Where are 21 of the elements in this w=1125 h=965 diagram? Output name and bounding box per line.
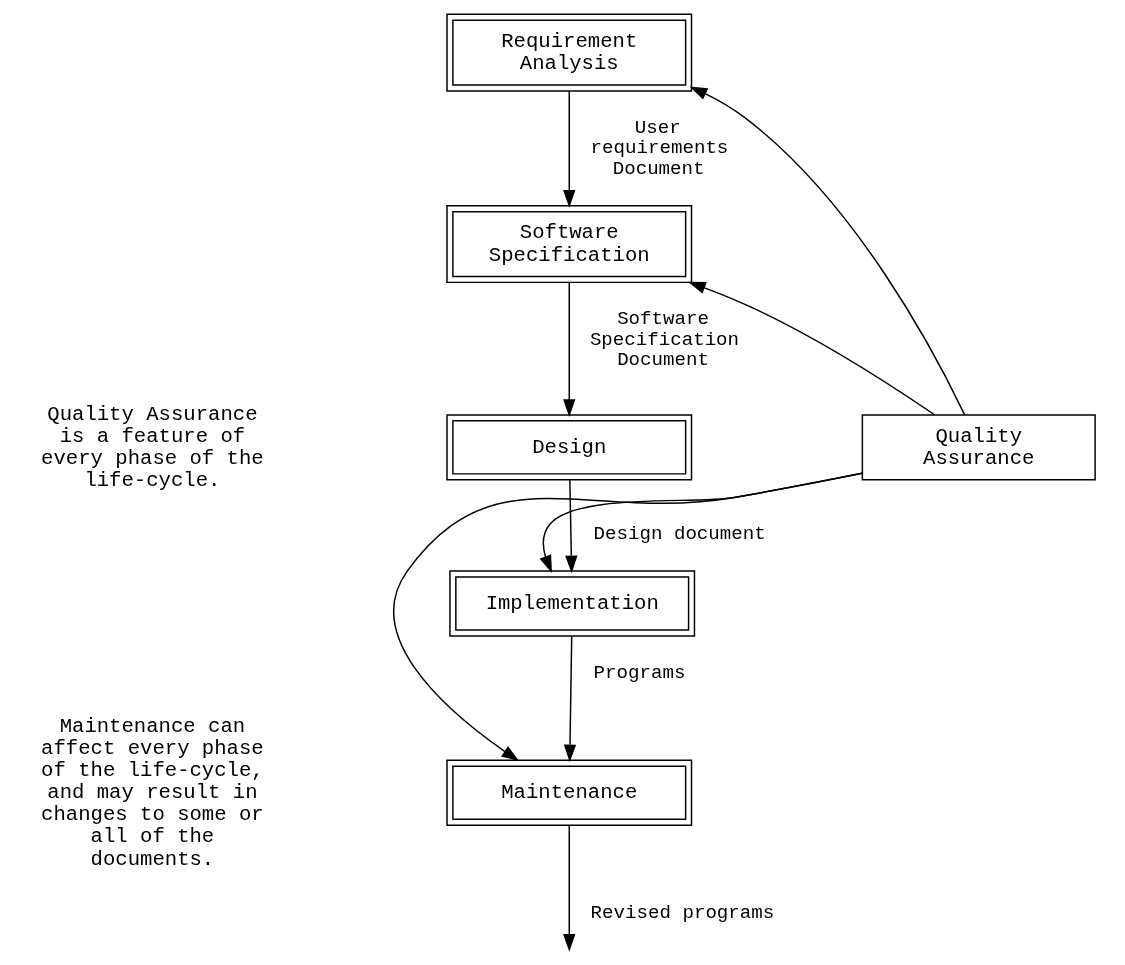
arrow (687, 281, 935, 416)
arrow (562, 282, 575, 417)
node-box: Design (445, 414, 692, 481)
node-box: Software Specification (445, 205, 692, 284)
label: Quality Assurance is a feature of every phase of the life-cycle. (40, 402, 264, 492)
edge-label: Design document (593, 523, 766, 546)
arrow (563, 635, 576, 763)
arrow (392, 472, 863, 762)
node-box: Maintenance (445, 759, 692, 826)
edge-label: Revised programs (590, 901, 774, 924)
edge-label: Programs (593, 661, 685, 684)
arrow (564, 479, 577, 574)
node-box: Quality Assurance (861, 414, 1096, 481)
edge-label: User requirements Document (590, 116, 728, 180)
edge-label: Software Specification Document (589, 308, 739, 372)
arrow (689, 86, 965, 416)
arrow (562, 824, 575, 952)
node-box: Requirement Analysis (445, 13, 692, 92)
node-box: Implementation (448, 570, 695, 637)
arrow (562, 90, 575, 208)
label: Maintenance can affect every phase of the life-cycle, and may result in changes to some or all of the documents. (40, 714, 264, 871)
